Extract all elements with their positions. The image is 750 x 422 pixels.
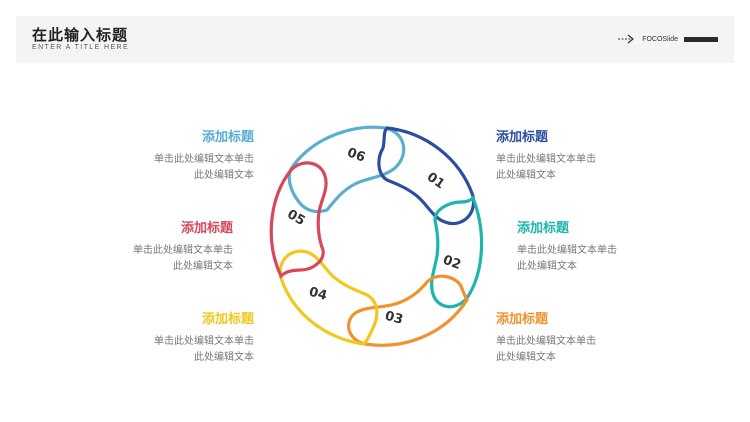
segment-label-05: 05 (284, 207, 307, 229)
item-block-03: 添加标题 单击此处编辑文本单击 此处编辑文本 (496, 308, 636, 366)
item-block-06: 添加标题 单击此处编辑文本单击 此处编辑文本 (114, 126, 254, 184)
page-title: 在此输入标题 (32, 26, 129, 44)
item-block-01: 添加标题 单击此处编辑文本单击 此处编辑文本 (496, 126, 636, 184)
segment-label-02: 02 (441, 253, 463, 273)
segment-02 (430, 195, 484, 309)
item-text-05b: 此处编辑文本 (173, 261, 233, 272)
brand-bar (684, 36, 718, 42)
item-title-05: 添加标题 (180, 221, 233, 236)
item-title-02: 添加标题 (517, 221, 570, 236)
item-text-01a: 单击此处编辑文本单击 (496, 154, 596, 165)
item-block-02: 添加标题 单击此处编辑文本单击 此处编辑文本 (517, 217, 657, 275)
item-text-04a: 单击此处编辑文本单击 (154, 336, 254, 347)
arrow-right-icon (618, 34, 635, 44)
segment-label-06: 06 (345, 145, 367, 165)
item-text-05a: 单击此处编辑文本单击 (133, 245, 233, 256)
item-title-03: 添加标题 (496, 312, 549, 327)
brand: FOCOSlide (618, 33, 718, 45)
cycle-diagram: 06 01 02 03 04 05 (269, 125, 484, 347)
item-text-02b: 此处编辑文本 (517, 261, 577, 272)
segment-05 (269, 161, 328, 279)
item-title-01: 添加标题 (496, 130, 549, 145)
item-title-04: 添加标题 (201, 312, 254, 327)
header-bar: 在此输入标题 ENTER A TITLE HERE FOCOSlide (16, 16, 734, 63)
segment-06 (287, 125, 406, 214)
item-text-03b: 此处编辑文本 (496, 352, 556, 363)
brand-name: FOCOSlide (642, 35, 678, 43)
segment-03 (347, 274, 469, 347)
segment-01 (377, 126, 476, 226)
item-text-06a: 单击此处编辑文本单击 (154, 154, 254, 165)
segment-label-04: 04 (307, 285, 328, 304)
item-text-04b: 此处编辑文本 (194, 352, 254, 363)
segment-label-03: 03 (383, 309, 404, 328)
item-title-06: 添加标题 (201, 130, 254, 145)
item-block-04: 添加标题 单击此处编辑文本单击 此处编辑文本 (114, 308, 254, 366)
segment-label-01: 01 (424, 170, 447, 193)
item-text-01b: 此处编辑文本 (496, 170, 556, 181)
item-text-03a: 单击此处编辑文本单击 (496, 336, 596, 347)
item-block-05: 添加标题 单击此处编辑文本单击 此处编辑文本 (93, 217, 233, 275)
item-text-06b: 此处编辑文本 (194, 170, 254, 181)
segment-04 (278, 249, 379, 346)
item-text-02a: 单击此处编辑文本单击 (517, 245, 617, 256)
page-subtitle: ENTER A TITLE HERE (32, 44, 130, 51)
